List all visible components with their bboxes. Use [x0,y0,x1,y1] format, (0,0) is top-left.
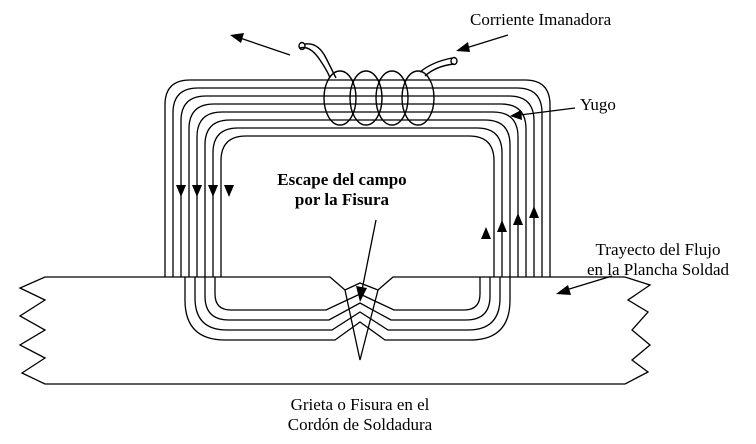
weld-crack-line1: Grieta o Fisura en el [290,395,430,414]
yoke-pointer-arrow [510,107,576,120]
flux-path-line1: Trayecto del Flujo [595,240,721,259]
field-up-arrows [481,206,539,239]
flux-path-line2: en la Plancha Soldad [586,260,730,279]
yoke-field-lines [164,79,551,277]
field-escape-line2: por la Fisura [294,190,390,209]
current-arrow-right [456,34,509,52]
escape-pointer-arrow [356,219,377,302]
plate-flux-path [184,277,511,341]
magnetizing-coil [298,41,458,126]
yoke-label: Yugo [580,95,616,114]
field-escape-line1: Escape del campo [277,170,407,189]
current-arrow-left [230,33,291,56]
weld-plate-outline [18,276,652,385]
field-escape-label: Escape del campo por la Fisura [262,170,422,210]
weld-crack [344,289,379,361]
flux-path-label: Trayecto del Flujo en la Plancha Soldad [558,240,756,280]
flux-pointer-arrow [556,275,613,295]
weld-crack-label: Grieta o Fisura en el Cordón de Soldadur… [250,395,470,435]
weld-crack-line2: Cordón de Soldadura [287,415,433,434]
magnetizing-current-label: Corriente Imanadora [470,10,612,29]
field-down-arrows [176,185,234,197]
